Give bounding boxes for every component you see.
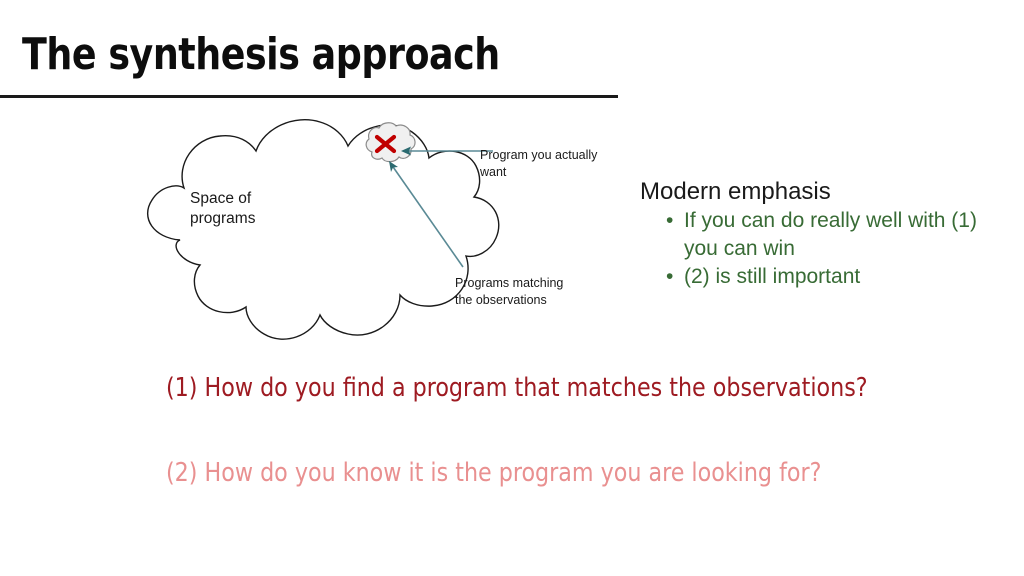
space-of-programs-cloud-diagram <box>118 104 518 366</box>
bullet-marker-icon: • <box>666 209 674 233</box>
space-of-programs-label: Space of programs <box>190 189 320 230</box>
title-divider-rule <box>0 95 618 98</box>
modern-emphasis-bullet-list: • If you can do really well with (1) you… <box>640 207 1012 290</box>
question-one-text: (1) How do you find a program that match… <box>166 373 868 403</box>
arrow-to-matching-programs <box>389 161 464 268</box>
modern-emphasis-block: Modern emphasis • If you can do really w… <box>640 178 1012 291</box>
target-program-cloud <box>365 122 416 163</box>
programs-matching-line-1: Programs matching <box>455 276 564 290</box>
modern-emphasis-heading: Modern emphasis <box>640 178 831 205</box>
program-you-actually-want-label: Program you actually want <box>480 147 615 181</box>
list-item: • (2) is still important <box>666 263 1012 290</box>
programs-matching-observations-label: Programs matching the observations <box>455 275 595 309</box>
arrow-to-target-program <box>401 146 493 156</box>
space-of-programs-line-2: programs <box>190 210 256 228</box>
page-title: The synthesis approach <box>22 29 500 80</box>
red-x-icon <box>374 134 397 154</box>
space-of-programs-line-1: Space of <box>190 190 252 207</box>
question-two-text: (2) How do you know it is the program yo… <box>166 458 822 488</box>
list-item: • If you can do really well with (1) you… <box>666 207 1012 262</box>
programs-matching-line-2: the observations <box>455 292 547 307</box>
bullet-marker-icon: • <box>666 264 674 288</box>
program-you-actually-want-line-2: want <box>480 164 507 179</box>
big-cloud-shape <box>147 119 500 340</box>
list-item-label: (2) is still important <box>684 264 861 288</box>
program-you-actually-want-line-1: Program you actually <box>480 148 598 162</box>
list-item-label: If you can do really well with (1) you c… <box>684 209 977 260</box>
